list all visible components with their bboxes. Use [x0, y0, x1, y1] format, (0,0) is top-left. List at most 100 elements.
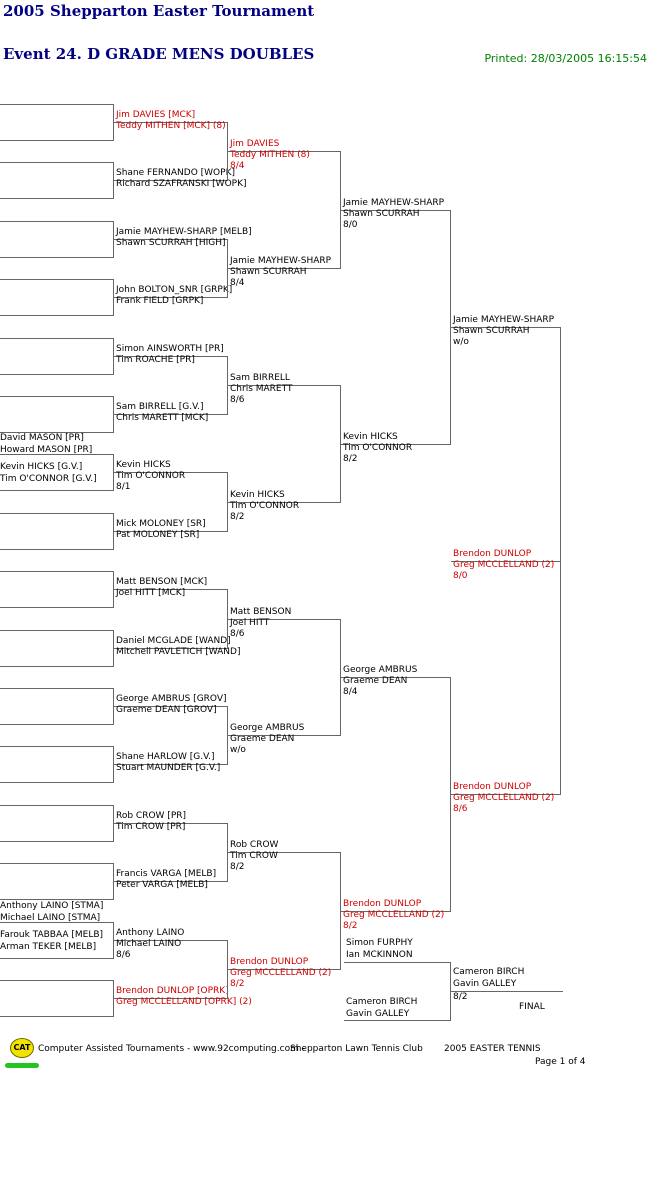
round1-match-1-player2: Teddy MITHEN [MCK] (8) [116, 121, 226, 131]
playoff-a-player1: Simon FURPHY [346, 938, 413, 948]
bracket-line [114, 940, 228, 941]
round3-match-2-score: 8/2 [343, 454, 358, 464]
feed-line [0, 958, 114, 959]
feed-line [0, 454, 114, 455]
bracket-connector [450, 677, 451, 912]
bracket-connector [450, 210, 451, 445]
round1-match-6-player1: Sam BIRRELL [G.V.] [116, 402, 204, 412]
round1-match-7-score: 8/1 [116, 482, 131, 492]
bracket-connector [227, 823, 228, 882]
bracket-connector [113, 454, 114, 491]
bracket-line [114, 531, 228, 532]
feed-line [0, 549, 114, 550]
bracket-line [228, 385, 340, 386]
round2-match-8-player1: Brendon DUNLOP [230, 957, 309, 967]
final-winner-score: 8/2 [453, 992, 468, 1002]
footer-club: Shepparton Lawn Tennis Club [290, 1044, 423, 1054]
bracket-line [451, 794, 560, 795]
bracket-line [114, 706, 228, 707]
bracket-connector [113, 630, 114, 667]
bracket-line [114, 648, 228, 649]
round1-match-15-player2: Michael LAINO [116, 939, 182, 949]
round1-match-16-player1: Brendon DUNLOP [OPRK] [116, 986, 229, 996]
round2-match-5-player1: Matt BENSON [230, 607, 292, 617]
bracket-connector [227, 239, 228, 298]
round3-match-4-player1: Brendon DUNLOP [343, 899, 422, 909]
bracket-line [114, 356, 228, 357]
round1-match-7-player1: Kevin HICKS [116, 460, 171, 470]
bracket-line [341, 911, 450, 912]
round2-match-8-player2: Greg MCCLELLAND (2) [230, 968, 332, 978]
printed-timestamp: Printed: 28/03/2005 16:15:54 [484, 52, 647, 65]
bracket-line [228, 151, 340, 152]
feed-line [0, 922, 114, 923]
round1-match-5-player1: Simon AINSWORTH [PR] [116, 344, 224, 354]
feed-line [0, 841, 114, 842]
bracket-line [344, 1020, 450, 1021]
prelim-3-player1: Anthony LAINO [STMA] [0, 901, 104, 911]
bracket-line [114, 239, 228, 240]
bracket-line [114, 414, 228, 415]
bracket-connector [227, 706, 228, 765]
bracket-line [114, 122, 228, 123]
bracket-line [228, 735, 340, 736]
bracket-connector [113, 338, 114, 375]
round1-match-2-player1: Shane FERNANDO [WOPK] [116, 168, 235, 178]
round2-match-3-score: 8/6 [230, 395, 245, 405]
page-number: Page 1 of 4 [535, 1057, 586, 1067]
logo-underline [5, 1063, 39, 1068]
feed-line [0, 1016, 114, 1017]
playoff-b-player2: Gavin GALLEY [346, 1009, 410, 1019]
feed-line [0, 805, 114, 806]
tournament-title: 2005 Shepparton Easter Tournament [3, 2, 315, 20]
feed-line [0, 746, 114, 747]
bracket-connector [227, 356, 228, 415]
round1-match-11-player1: George AMBRUS [GROV] [116, 694, 227, 704]
prelim-1-player2: Howard MASON [PR] [0, 445, 93, 455]
round3-match-1-score: 8/0 [343, 220, 358, 230]
round2-match-1-player1: Jim DAVIES [230, 139, 280, 149]
final-winner-player1: Cameron BIRCH [453, 967, 525, 977]
bracket-connector [113, 980, 114, 1017]
round2-match-8-score: 8/2 [230, 979, 245, 989]
round1-match-16-player2: Greg MCCLELLAND [OPRK] (2) [116, 997, 252, 1007]
round5-match-score: 8/0 [453, 571, 468, 581]
feed-line [0, 257, 114, 258]
bracket-connector [113, 279, 114, 316]
bracket-connector [113, 571, 114, 608]
round3-match-3-player2: Graeme DEAN [343, 676, 408, 686]
round4-match-1-score: w/o [453, 337, 469, 347]
round2-match-5-score: 8/6 [230, 629, 245, 639]
bracket-connector [227, 472, 228, 532]
bracket-line [451, 991, 563, 992]
round2-match-4-score: 8/2 [230, 512, 245, 522]
round1-match-4-player1: John BOLTON_SNR [GRPK] [116, 285, 233, 295]
feed-line [0, 198, 114, 199]
bracket-line [114, 589, 228, 590]
feed-line [0, 221, 114, 222]
bracket-line [451, 327, 560, 328]
round2-match-2-player1: Jamie MAYHEW-SHARP [230, 256, 332, 266]
feed-line [0, 140, 114, 141]
round2-match-4-player1: Kevin HICKS [230, 490, 285, 500]
round4-match-2-score: 8/6 [453, 804, 468, 814]
bracket-line [228, 852, 340, 853]
prelim-1-player1: David MASON [PR] [0, 433, 84, 443]
feed-line [0, 607, 114, 608]
bracket-connector [340, 151, 341, 269]
round3-match-4-score: 8/2 [343, 921, 358, 931]
round2-match-3-player1: Sam BIRRELL [230, 373, 290, 383]
footer-event: 2005 EASTER TENNIS [444, 1044, 541, 1054]
bracket-connector [340, 619, 341, 736]
bracket-connector [113, 513, 114, 550]
bracket-line [228, 619, 340, 620]
feed-line [0, 688, 114, 689]
feed-line [0, 279, 114, 280]
round1-match-8-player1: Mick MOLONEY [SR] [116, 519, 206, 529]
bracket-connector [227, 589, 228, 649]
round1-match-6-player2: Chris MARETT [MCK] [116, 413, 209, 423]
round4-match-2-player1: Brendon DUNLOP [453, 782, 532, 792]
bracket-connector [113, 104, 114, 141]
feed-line [0, 162, 114, 163]
bracket-line [114, 472, 228, 473]
